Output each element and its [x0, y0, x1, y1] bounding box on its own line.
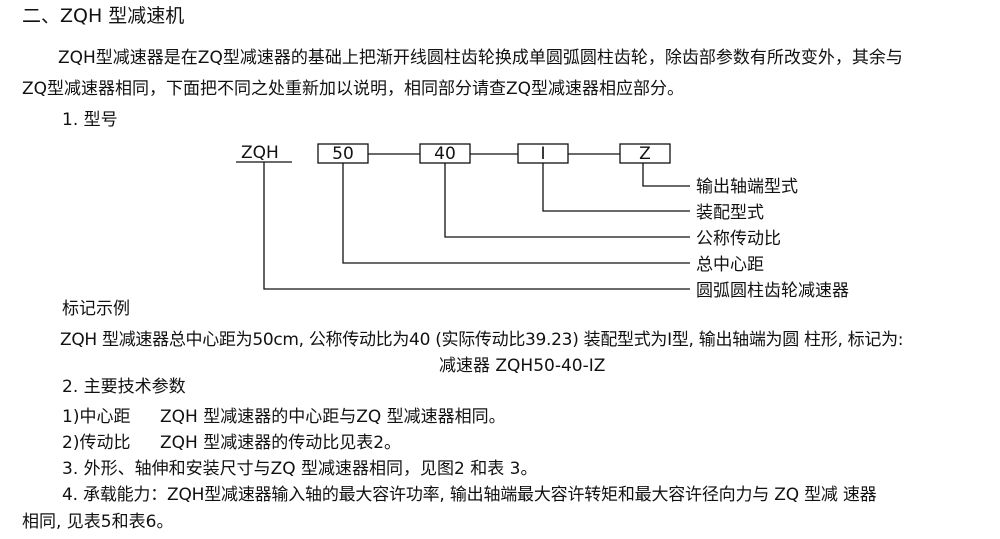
intro-line-1: ZQH型减速器是在ZQ型减速器的基础上把渐开线圆柱齿轮换成单圆弧圆柱齿轮，除齿部… [58, 48, 903, 68]
label-ratio: 公称传动比 [696, 229, 781, 249]
example-mark: 减速器 ZQH50-40-IZ [439, 356, 606, 376]
example-text: ZQH 型减速器总中心距为50cm, 公称传动比为40 (实际传动比39.23)… [60, 330, 904, 350]
label-prefix: 圆弧圆柱齿轮减速器 [696, 281, 849, 301]
tech-heading: 2. 主要技术参数 [62, 377, 186, 397]
tech-item4-line2: 相同, 见表5和表6。 [22, 512, 174, 532]
tech-item1-label: 1)中心距 [62, 407, 131, 427]
output-shaft-box [619, 143, 671, 164]
ratio-value: 40 [434, 144, 456, 164]
intro-line-2: ZQ型减速器相同，下面把不同之处重新加以说明，相同部分请查ZQ型减速器相应部分。 [22, 79, 685, 99]
label-output-shaft: 输出轴端型式 [696, 177, 798, 197]
tech-item4-line1: 4. 承载能力：ZQH型减速器输入轴的最大容许功率, 输出轴端最大容许转矩和最大… [62, 485, 877, 505]
assembly-value: I [540, 144, 545, 164]
section-title: 二、ZQH 型减速机 [22, 5, 185, 27]
output-shaft-value: Z [639, 144, 651, 164]
example-heading: 标记示例 [62, 299, 130, 319]
tech-item3: 3. 外形、轴伸和安装尺寸与ZQ 型减速器相同，见图2 和表 3。 [62, 459, 538, 479]
model-prefix: ZQH [241, 143, 279, 163]
center-distance-value: 50 [332, 144, 354, 164]
tech-item2-label: 2)传动比 [62, 433, 131, 453]
tech-item2-text: ZQH 型减速器的传动比见表2。 [160, 433, 402, 453]
label-center-distance: 总中心距 [696, 255, 764, 275]
label-assembly: 装配型式 [696, 203, 764, 223]
model-heading: 1. 型号 [62, 110, 118, 130]
tech-item1-text: ZQH 型减速器的中心距与ZQ 型减速器相同。 [160, 407, 506, 427]
